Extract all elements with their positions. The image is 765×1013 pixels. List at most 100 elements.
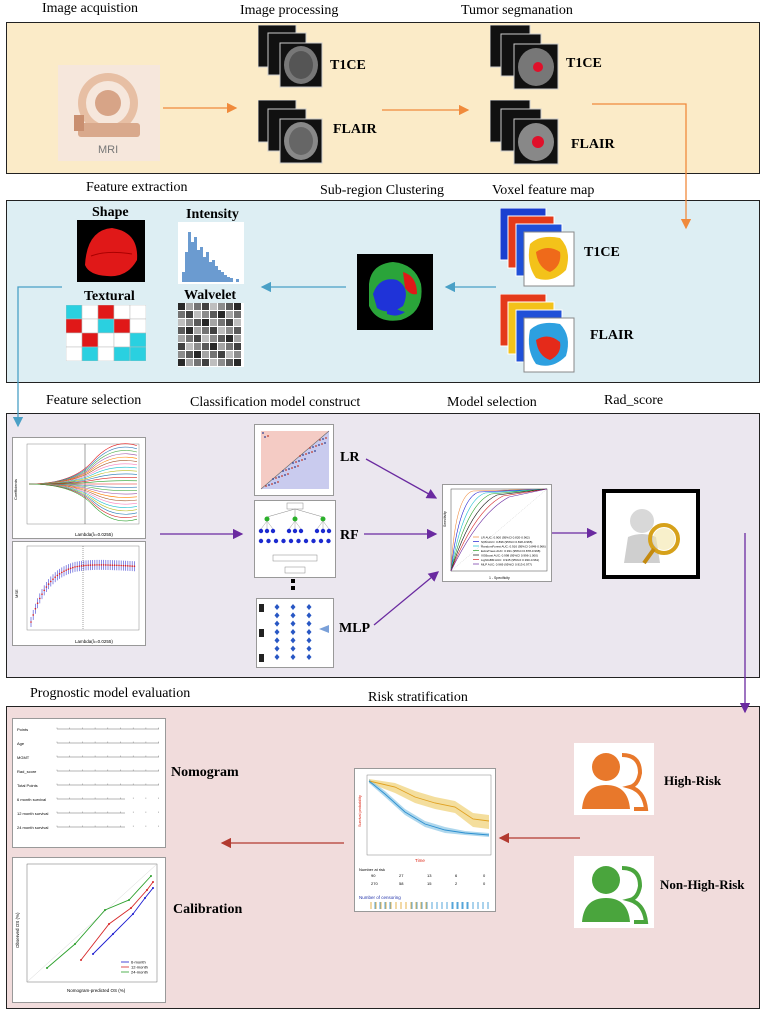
calibration-point	[152, 887, 154, 889]
rf-node	[292, 516, 298, 522]
subregion-clustering-title: Sub-region Clustering	[320, 183, 445, 198]
wavelet-cell	[218, 311, 225, 318]
km-risk-count: 2	[455, 881, 458, 886]
risk-stratification-title: Risk stratification	[368, 690, 468, 705]
t1ce-label-processing: T1CE	[330, 58, 366, 73]
wavelet-cell	[218, 351, 225, 358]
mse-point	[58, 573, 61, 575]
arrow-mlp-to-roc	[373, 571, 440, 626]
lr-sample-point	[275, 477, 277, 479]
mse-point	[72, 566, 74, 569]
arrow-extraction-to-selection	[12, 286, 62, 428]
image-acquisition-title: Image acquistion	[42, 1, 139, 16]
lasso-path-line	[28, 483, 138, 522]
rf-leaf	[288, 538, 294, 544]
wavelet-cell	[218, 303, 225, 310]
mse-point	[85, 564, 87, 567]
mse-point	[69, 567, 72, 570]
rf-node	[320, 516, 326, 522]
lr-sample-point	[274, 482, 276, 484]
ellipsis-marker	[290, 578, 296, 594]
wavelet-cell	[234, 351, 241, 358]
calibration-plot: Observed OS (%) Nomogram-predicted OS (%…	[12, 857, 166, 1003]
mlp-node	[306, 654, 312, 660]
mse-point	[54, 576, 56, 578]
lr-sample-point	[297, 465, 299, 467]
rf-label: RF	[340, 528, 359, 543]
lr-sample-point	[304, 458, 306, 460]
prognostic-evaluation-title: Prognostic model evaluation	[30, 686, 191, 701]
lr-sample-point	[301, 459, 303, 461]
wavelet-cell	[210, 327, 217, 334]
mse-point	[74, 566, 76, 568]
calibration-ylabel: Observed OS (%)	[15, 912, 20, 948]
flair-label-voxel: FLAIR	[590, 328, 634, 343]
rf-leaf	[258, 528, 264, 534]
mse-point	[50, 580, 52, 583]
rf-leaf	[281, 538, 286, 544]
tumor-segmentation-title: Tumor segmanation	[461, 3, 573, 18]
km-xlabel: Time	[415, 858, 425, 863]
calibration-point	[130, 907, 132, 909]
lr-sample-point	[315, 445, 317, 447]
mse-point	[100, 564, 103, 566]
rf-leaf	[286, 528, 292, 534]
mlp-node	[290, 604, 296, 610]
rf-edge	[260, 520, 268, 530]
mse-point	[52, 578, 54, 580]
wavelet-cell	[218, 343, 225, 350]
km-curve-low	[368, 780, 490, 836]
calibration-point	[132, 913, 134, 915]
flair-label-processing: FLAIR	[333, 122, 377, 137]
t1ce-label-voxel: T1CE	[584, 245, 620, 260]
nomogram-row-label: Total Points	[17, 783, 38, 788]
lr-sample-point	[267, 435, 269, 437]
wavelet-cell	[234, 303, 241, 310]
wavelet-cell	[202, 327, 209, 334]
texture-matrix-image	[65, 304, 147, 362]
rf-leaf	[273, 538, 279, 544]
rf-leaf	[303, 538, 309, 544]
mlp-node	[274, 620, 280, 627]
lr-sample-point	[282, 470, 284, 472]
shape-render-image	[77, 220, 145, 282]
mlp-node	[274, 629, 280, 635]
nomogram-row-label: 12 month survival	[17, 811, 48, 816]
high-risk-label: High-Risk	[664, 773, 722, 788]
lasso-coefficient-plot: Coefficients Lambda(λ=0.0255)	[12, 437, 146, 539]
mse-point	[65, 569, 67, 571]
lr-sample-point	[281, 475, 283, 477]
wavelet-cell	[210, 335, 217, 342]
mse-point	[94, 564, 96, 566]
lr-sample-point	[284, 474, 286, 476]
km-risk-count: 58	[399, 881, 404, 886]
lr-sample-point	[318, 444, 320, 446]
wavelet-cell	[186, 335, 193, 342]
roc-curve	[450, 488, 548, 572]
non-high-risk-person-icon	[574, 856, 654, 928]
mse-point	[80, 565, 83, 567]
flair-label-segmentation: FLAIR	[571, 137, 615, 152]
mse-point	[116, 564, 118, 567]
km-risk-count: 0	[483, 873, 486, 878]
mse-point	[124, 564, 127, 567]
mlp-node	[290, 637, 296, 644]
lr-sample-point	[268, 484, 270, 486]
km-risk-count: 6	[455, 873, 458, 878]
mse-point	[133, 565, 136, 568]
wavelet-cell	[218, 359, 225, 366]
wavelet-cell	[234, 343, 241, 350]
shape-label: Shape	[92, 205, 129, 220]
lr-sample-point	[308, 452, 310, 454]
lr-label: LR	[340, 450, 360, 465]
wavelet-cell	[202, 303, 209, 310]
mlp-input-node	[259, 654, 264, 662]
mlp-node	[274, 654, 280, 660]
wavelet-cell	[202, 311, 209, 318]
wavelet-cell	[234, 327, 241, 334]
mlp-network-diagram	[256, 598, 334, 668]
calibration-point	[144, 897, 146, 899]
km-risk-count: 90	[371, 873, 376, 878]
mse-point	[76, 565, 78, 568]
textural-label: Textural	[84, 289, 135, 304]
